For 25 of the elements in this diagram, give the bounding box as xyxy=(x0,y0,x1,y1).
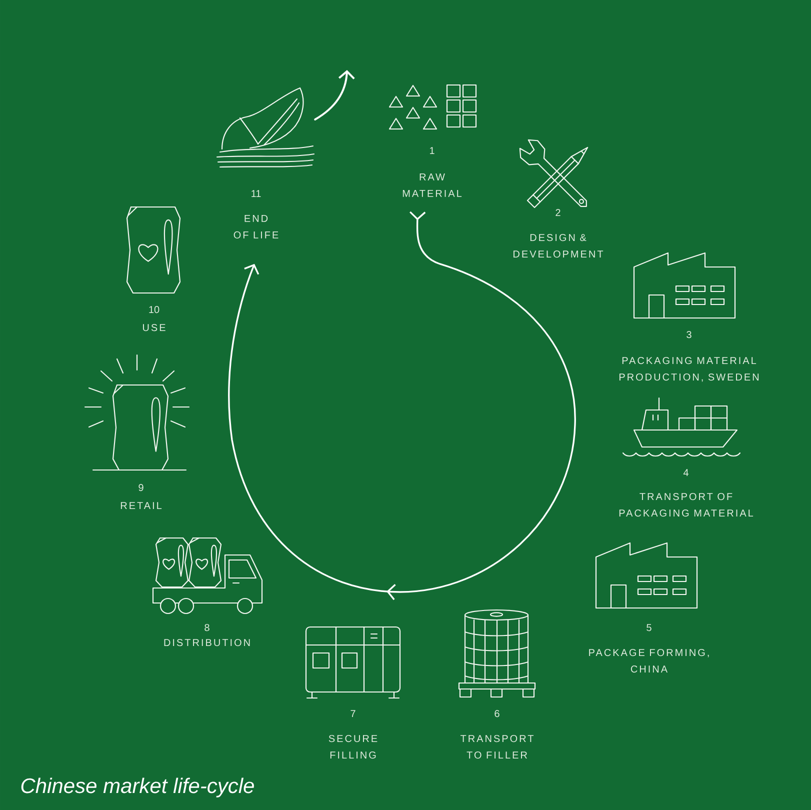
step-number: 3 xyxy=(686,331,692,338)
step-number: 5 xyxy=(646,624,652,632)
step-label: TRANSPORT TO FILLER xyxy=(460,735,534,759)
step-number: 4 xyxy=(683,469,688,476)
step-label: SECURE FILLING xyxy=(328,735,378,759)
step-label: RAW MATERIAL xyxy=(402,174,462,197)
step-label: PACKAGE FORMING, CHINA xyxy=(589,649,709,673)
step-number: 7 xyxy=(350,710,356,717)
step-number: 10 xyxy=(149,306,160,314)
arrow xyxy=(314,70,355,120)
step-label: END OF LIFE xyxy=(234,215,278,238)
step-label: DESIGN & DEVELOPMENT xyxy=(514,234,604,258)
step-number: 9 xyxy=(138,484,144,492)
step-number: 11 xyxy=(252,190,261,197)
step-label: TRANSPORT OF PACKAGING MATERIAL xyxy=(619,493,754,517)
step-label: DISTRIBUTION xyxy=(164,639,250,646)
step-number: 8 xyxy=(204,624,210,632)
cycle-arrow xyxy=(228,211,576,600)
step-number: 1 xyxy=(430,147,434,154)
step-label: RETAIL xyxy=(120,502,162,509)
step-number: 2 xyxy=(556,209,560,216)
step-label: USE xyxy=(143,324,166,332)
step-label: PACKAGING MATERIAL PRODUCTION, SWEDEN xyxy=(619,357,759,382)
caption: Chinese market life-cycle xyxy=(21,778,254,798)
step-number: 6 xyxy=(494,710,500,718)
